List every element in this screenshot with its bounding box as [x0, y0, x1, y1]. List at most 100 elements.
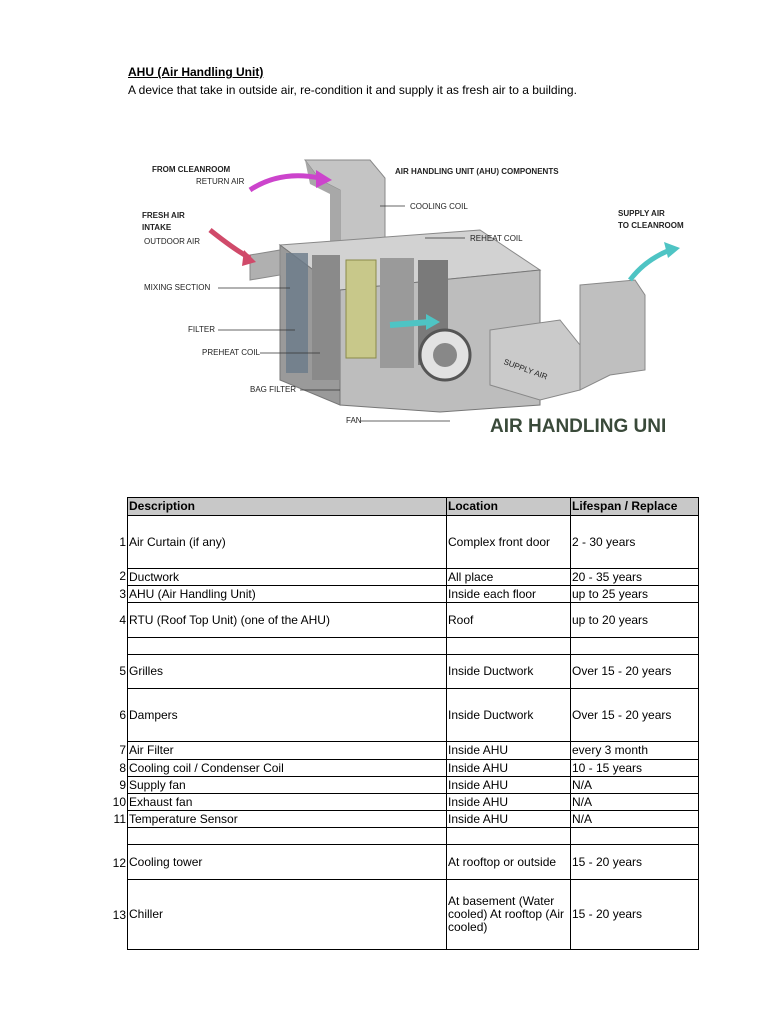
table-row: Cooling tower At rooftop or outside 15 -…: [127, 844, 699, 880]
cell-lifespan: 15 - 20 years: [570, 844, 699, 880]
table-row-empty: [127, 637, 699, 655]
row-number: 4: [119, 613, 126, 627]
cell-description: Dampers: [127, 688, 447, 742]
table-row: Chiller At basement (Water cooled) At ro…: [127, 879, 699, 950]
table-row: Dampers Inside Ductwork Over 15 - 20 yea…: [127, 688, 699, 742]
label-supply-air-to: SUPPLY AIR: [618, 209, 665, 218]
footer-title: AIR HANDLING UNI: [490, 416, 666, 437]
document-intro: A device that take in outside air, re-co…: [128, 83, 577, 97]
header-description: Description: [127, 497, 447, 516]
cell-lifespan: [570, 827, 699, 845]
label-to-cleanroom: TO CLEANROOM: [618, 221, 684, 230]
row-number: 10: [112, 795, 126, 809]
cell-lifespan: N/A: [570, 776, 699, 794]
cell-location: Inside Ductwork: [446, 654, 571, 689]
label-from-cleanroom: FROM CLEANROOM: [152, 165, 231, 174]
table-header-row: Description Location Lifespan / Replace: [127, 497, 699, 516]
row-number: 13: [112, 908, 126, 922]
ahu-diagram: FROM CLEANROOM RETURN AIR AIR HANDLING U…: [142, 159, 684, 437]
cell-description: [127, 827, 447, 845]
cell-location: Inside AHU: [446, 776, 571, 794]
cell-lifespan: 20 - 35 years: [570, 568, 699, 586]
row-number: 2: [119, 569, 126, 583]
cell-location: [446, 637, 571, 655]
label-bag-filter: BAG FILTER: [250, 385, 296, 394]
row-number: 7: [119, 743, 126, 757]
cell-location: Inside AHU: [446, 810, 571, 828]
cell-lifespan: every 3 month: [570, 741, 699, 760]
cell-location: At basement (Water cooled) At rooftop (A…: [446, 879, 571, 950]
cell-lifespan: Over 15 - 20 years: [570, 654, 699, 689]
label-fan: FAN: [346, 416, 362, 425]
cell-lifespan: 10 - 15 years: [570, 759, 699, 777]
cell-description: Supply fan: [127, 776, 447, 794]
cell-location: [446, 827, 571, 845]
cell-description: Ductwork: [127, 568, 447, 586]
table-row: Grilles Inside Ductwork Over 15 - 20 yea…: [127, 654, 699, 689]
cell-lifespan: up to 25 years: [570, 585, 699, 603]
row-number: 5: [119, 664, 126, 678]
table-row: AHU (Air Handling Unit) Inside each floo…: [127, 585, 699, 603]
row-number: 11: [113, 812, 126, 826]
row-number: 3: [119, 587, 126, 601]
cell-description: Chiller: [127, 879, 447, 950]
label-reheat-coil: REHEAT COIL: [470, 234, 523, 243]
table-row: Air Curtain (if any) Complex front door …: [127, 515, 699, 569]
inner-air-arrow: [389, 319, 431, 328]
return-air-arrow: [248, 173, 321, 193]
cell-description: AHU (Air Handling Unit): [127, 585, 447, 603]
cell-location: Inside AHU: [446, 793, 571, 811]
cell-description: [127, 637, 447, 655]
ahu-components-table: Description Location Lifespan / Replace …: [127, 497, 699, 950]
label-components-title: AIR HANDLING UNIT (AHU) COMPONENTS: [395, 167, 559, 176]
label-mixing-section: MIXING SECTION: [144, 283, 210, 292]
table-row-empty: [127, 827, 699, 845]
cell-location: At rooftop or outside: [446, 844, 571, 880]
label-fresh-air: FRESH AIR: [142, 211, 185, 220]
label-return-air: RETURN AIR: [196, 177, 245, 186]
cell-description: Air Curtain (if any): [127, 515, 447, 569]
cell-location: Inside AHU: [446, 741, 571, 760]
cell-lifespan: [570, 637, 699, 655]
cell-lifespan: Over 15 - 20 years: [570, 688, 699, 742]
cell-location: All place: [446, 568, 571, 586]
cell-description: RTU (Roof Top Unit) (one of the AHU): [127, 602, 447, 638]
cell-lifespan: N/A: [570, 793, 699, 811]
cell-location: Complex front door: [446, 515, 571, 569]
label-outdoor-air: OUTDOOR AIR: [144, 237, 200, 246]
table-row: Ductwork All place 20 - 35 years: [127, 568, 699, 586]
header-location: Location: [446, 497, 571, 516]
cell-description: Cooling coil / Condenser Coil: [127, 759, 447, 777]
row-number: 9: [119, 778, 126, 792]
header-lifespan: Lifespan / Replace: [570, 497, 699, 516]
label-cooling-coil: COOLING COIL: [410, 202, 468, 211]
supply-duct: [489, 279, 646, 401]
cell-description: Air Filter: [127, 741, 447, 760]
row-number: 8: [119, 761, 126, 775]
cell-description: Temperature Sensor: [127, 810, 447, 828]
table-row: Supply fan Inside AHU N/A: [127, 776, 699, 794]
document-heading: AHU (Air Handling Unit): [128, 65, 264, 79]
row-number: 1: [119, 535, 126, 549]
row-number: 12: [112, 856, 126, 870]
cell-location: Inside Ductwork: [446, 688, 571, 742]
cell-lifespan: 15 - 20 years: [570, 879, 699, 950]
table-row: RTU (Roof Top Unit) (one of the AHU) Roo…: [127, 602, 699, 638]
label-filter: FILTER: [188, 325, 215, 334]
table-row: Exhaust fan Inside AHU N/A: [127, 793, 699, 811]
cell-description: Cooling tower: [127, 844, 447, 880]
cell-description: Grilles: [127, 654, 447, 689]
supply-arrow: [628, 247, 671, 282]
label-intake: INTAKE: [142, 223, 172, 232]
cell-lifespan: 2 - 30 years: [570, 515, 699, 569]
cell-location: Roof: [446, 602, 571, 638]
cell-lifespan: up to 20 years: [570, 602, 699, 638]
row-number: 6: [119, 708, 126, 722]
table-row: Air Filter Inside AHU every 3 month: [127, 741, 699, 760]
table-row: Cooling coil / Condenser Coil Inside AHU…: [127, 759, 699, 777]
label-preheat-coil: PREHEAT COIL: [202, 348, 260, 357]
cell-lifespan: N/A: [570, 810, 699, 828]
cell-description: Exhaust fan: [127, 793, 447, 811]
table-row: Temperature Sensor Inside AHU N/A: [127, 810, 699, 828]
cell-location: Inside AHU: [446, 759, 571, 777]
